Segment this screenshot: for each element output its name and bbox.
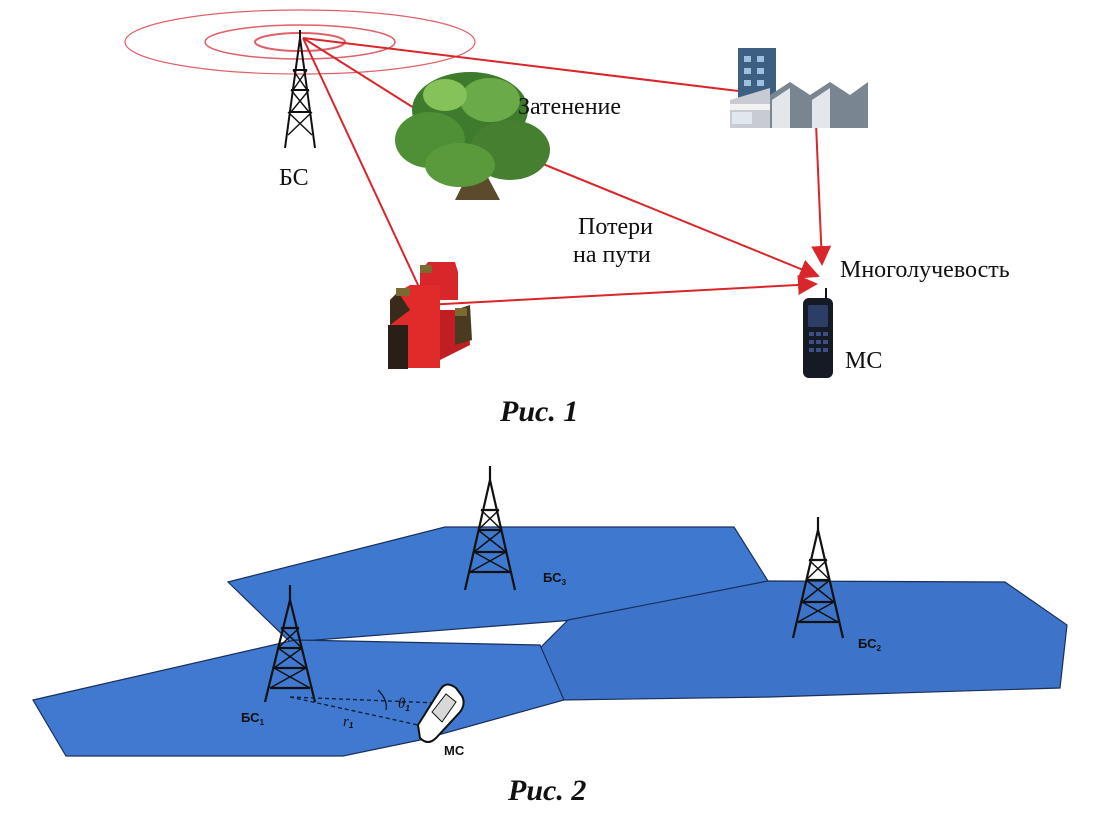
factory-icon: [730, 48, 868, 128]
tower-bs2-icon: [791, 517, 845, 639]
cell-bs1: [32, 639, 565, 757]
radiation-rings: [124, 9, 476, 75]
coverage-cells: [32, 526, 1068, 757]
bs2-label: БС2: [858, 636, 882, 653]
figure-2: БС3 БС2 БС1 r1 θ1 МС Рис. 2: [32, 466, 1068, 807]
figure-2-caption: Рис. 2: [507, 774, 586, 807]
bs3-label: БС3: [543, 570, 567, 587]
tower-bs1-icon: [263, 585, 317, 703]
base-station-tower-icon: [284, 30, 316, 149]
buildings-icon: [388, 262, 472, 369]
svg-text:БС1: БС1: [241, 710, 265, 727]
bs-label: БС: [279, 165, 309, 191]
theta1-label: θ1: [398, 696, 410, 713]
figure-1: БС Затенение Потери на пути Многолучевос…: [124, 9, 1010, 428]
svg-text:θ1: θ1: [398, 696, 410, 713]
r1-label: r1: [343, 714, 354, 730]
svg-text:r1: r1: [343, 714, 354, 730]
ray-to-tree: [302, 37, 431, 119]
mobile-phone-2-icon: [416, 683, 465, 743]
tree-icon: [395, 72, 550, 200]
ray-to-factory: [302, 37, 814, 108]
ray-building-to-ms: [424, 274, 818, 306]
tower-bs3-icon: [463, 466, 517, 591]
shadowing-label: Затенение: [518, 94, 621, 120]
multipath-label: Многолучевость: [840, 257, 1010, 283]
path-loss-label-line1: Потери: [578, 214, 653, 240]
path-loss-label-line2: на пути: [573, 242, 651, 268]
svg-text:БС3: БС3: [543, 570, 567, 587]
mobile-phone-icon: [803, 288, 833, 378]
ms-label: МС: [845, 348, 882, 374]
ms-label-2: МС: [444, 743, 465, 758]
bs1-label: БС1: [241, 710, 265, 727]
figure-1-caption: Рис. 1: [499, 395, 578, 428]
ray-to-building: [302, 37, 426, 301]
svg-text:БС2: БС2: [858, 636, 882, 653]
